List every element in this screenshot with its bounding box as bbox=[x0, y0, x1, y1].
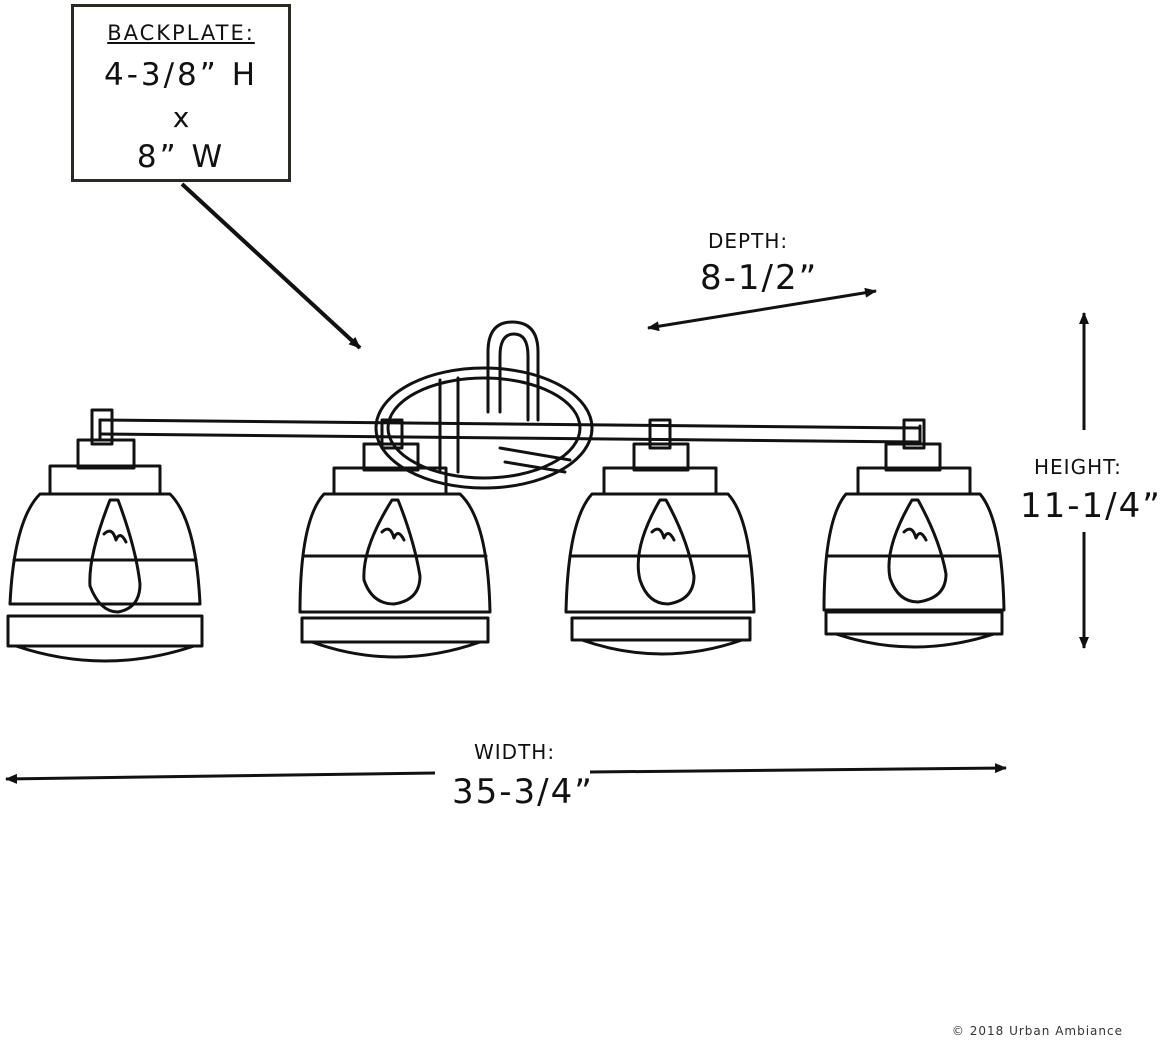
light-2-icon bbox=[298, 418, 492, 659]
backplate-callout: BACKPLATE: 4-3/8” H x 8” W bbox=[71, 4, 291, 182]
copyright-text: © 2018 Urban Ambiance bbox=[951, 1024, 1123, 1038]
light-fixture-drawing bbox=[6, 320, 1006, 663]
width-label: WIDTH: bbox=[474, 740, 556, 764]
backplate-width: 8” W bbox=[136, 139, 226, 175]
depth-label: DEPTH: bbox=[708, 229, 789, 253]
width-arrow-left bbox=[5, 771, 436, 784]
backplate-icon bbox=[374, 320, 594, 490]
depth-value: 8-1/2” bbox=[700, 258, 819, 298]
height-label: HEIGHT: bbox=[1034, 455, 1122, 479]
backplate-height: 4-3/8” H bbox=[103, 57, 259, 93]
width-value: 35-3/4” bbox=[452, 772, 594, 812]
height-value: 11-1/4” bbox=[1020, 486, 1162, 526]
light-3-icon bbox=[564, 418, 756, 656]
backplate-title: BACKPLATE: bbox=[107, 21, 255, 45]
width-arrow-right bbox=[589, 763, 1007, 774]
backplate-times: x bbox=[172, 101, 190, 134]
backplate-pointer-arrow bbox=[180, 182, 362, 350]
light-4-icon bbox=[822, 418, 1006, 649]
depth-arrow bbox=[647, 287, 877, 332]
arm-icon bbox=[98, 418, 922, 446]
light-1-icon bbox=[6, 408, 204, 663]
